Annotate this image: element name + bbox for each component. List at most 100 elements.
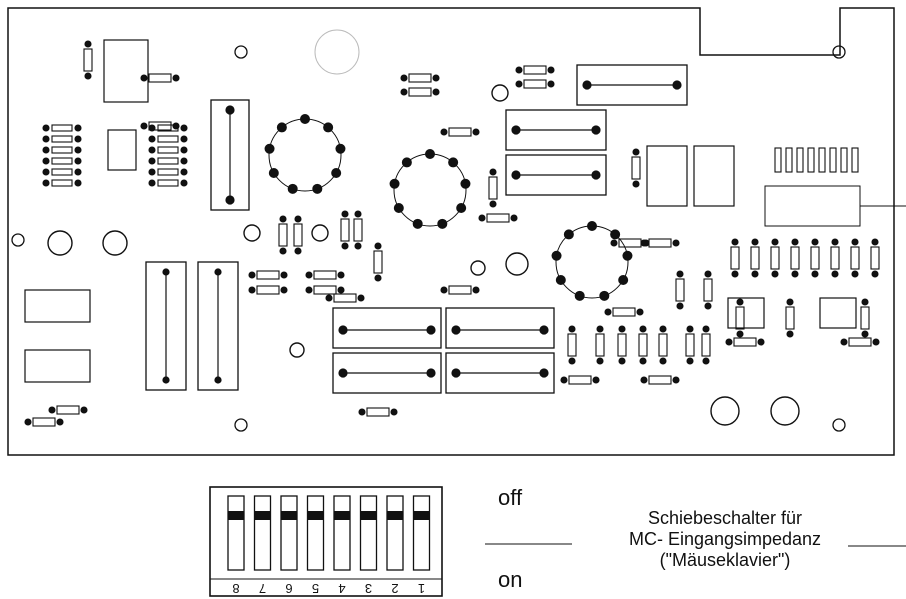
resistor: [675, 278, 685, 302]
switch-number: 5: [312, 581, 319, 596]
switch-number: 1: [418, 581, 425, 596]
tube-socket-rings: [268, 118, 629, 299]
resistor: [366, 407, 390, 417]
resistor-pad: [791, 270, 799, 278]
resistor-pad: [686, 325, 694, 333]
resistor-pad: [489, 200, 497, 208]
resistor-pad: [280, 271, 288, 279]
resistor-pad: [354, 210, 362, 218]
resistor-pad: [56, 418, 64, 426]
resistor-pad: [771, 270, 779, 278]
caption-line-1: Schiebeschalter für: [647, 508, 803, 528]
resistor-pad: [704, 270, 712, 278]
resistor-pad: [560, 376, 568, 384]
switch-lever: [281, 511, 297, 520]
resistor-pad: [400, 88, 408, 96]
resistor: [790, 246, 800, 270]
resistor: [631, 156, 641, 180]
resistor-pad: [140, 74, 148, 82]
switch-slot: [412, 495, 431, 571]
resistor-pad: [180, 135, 188, 143]
resistor: [157, 157, 179, 165]
resistor-pad: [811, 270, 819, 278]
resistor: [735, 306, 745, 330]
resistor-pad: [639, 357, 647, 365]
resistor-pad: [148, 168, 156, 176]
resistor-pad: [248, 271, 256, 279]
resistor: [595, 333, 605, 357]
resistor-pad: [42, 179, 50, 187]
resistor-pad: [148, 135, 156, 143]
resistor-pad: [639, 325, 647, 333]
resistor: [51, 146, 73, 154]
resistor: [488, 176, 498, 200]
resistor-pad: [702, 325, 710, 333]
resistor: [256, 285, 280, 295]
resistor-pad: [659, 357, 667, 365]
resistor-pad: [325, 294, 333, 302]
resistor: [733, 337, 757, 347]
resistor: [658, 333, 668, 357]
resistor-pad: [831, 238, 839, 246]
mounting-hole: [11, 233, 25, 247]
resistor-pad: [74, 179, 82, 187]
resistor-pad: [632, 180, 640, 188]
resistor: [51, 179, 73, 187]
switch-lever: [254, 511, 271, 520]
resistor-pad: [702, 357, 710, 365]
resistor: [523, 65, 547, 75]
resistor-pad: [74, 124, 82, 132]
resistor: [785, 147, 793, 173]
resistor: [648, 375, 672, 385]
resistor: [818, 147, 826, 173]
resistor: [870, 246, 880, 270]
resistor-pad: [489, 168, 497, 176]
resistor: [807, 147, 815, 173]
resistor-pad: [48, 406, 56, 414]
off-label: off: [498, 485, 523, 510]
resistor-pad: [757, 338, 765, 346]
switch-slot: [253, 495, 272, 571]
resistor-pad: [672, 376, 680, 384]
resistor-pad: [872, 338, 880, 346]
resistor: [51, 135, 73, 143]
switch-slot: [227, 495, 245, 571]
resistor: [278, 223, 288, 247]
resistor-pad: [42, 124, 50, 132]
switch-number: 3: [365, 581, 372, 596]
resistor-pad: [84, 72, 92, 80]
resistor: [157, 135, 179, 143]
resistor-pad: [861, 298, 869, 306]
resistor-pad: [305, 271, 313, 279]
resistor-pad: [248, 286, 256, 294]
caption-line-3: ("Mäuseklavier"): [659, 550, 791, 570]
resistor-pad: [148, 124, 156, 132]
resistor: [774, 147, 782, 173]
resistor-pad: [432, 74, 440, 82]
mounting-hole: [832, 418, 846, 432]
resistor-pad: [74, 157, 82, 165]
ribbon-connectors: [24, 289, 91, 383]
resistor-pad: [180, 179, 188, 187]
resistor: [256, 270, 280, 280]
resistor-pad: [337, 271, 345, 279]
resistor: [648, 238, 672, 248]
resistor: [701, 333, 711, 357]
resistor: [750, 246, 760, 270]
resistor-pad: [618, 357, 626, 365]
resistor-pad: [592, 376, 600, 384]
resistor: [568, 375, 592, 385]
resistor-pad: [42, 157, 50, 165]
resistor: [638, 333, 648, 357]
resistor-pad: [400, 74, 408, 82]
resistor-pad: [279, 215, 287, 223]
resistor-pad: [731, 238, 739, 246]
resistor-pad: [374, 242, 382, 250]
resistor-pad: [478, 214, 486, 222]
resistor-pad: [74, 135, 82, 143]
resistor-pad: [547, 66, 555, 74]
resistor: [408, 73, 432, 83]
resistor-pad: [811, 238, 819, 246]
resistor-pad: [515, 80, 523, 88]
resistor: [448, 127, 472, 137]
